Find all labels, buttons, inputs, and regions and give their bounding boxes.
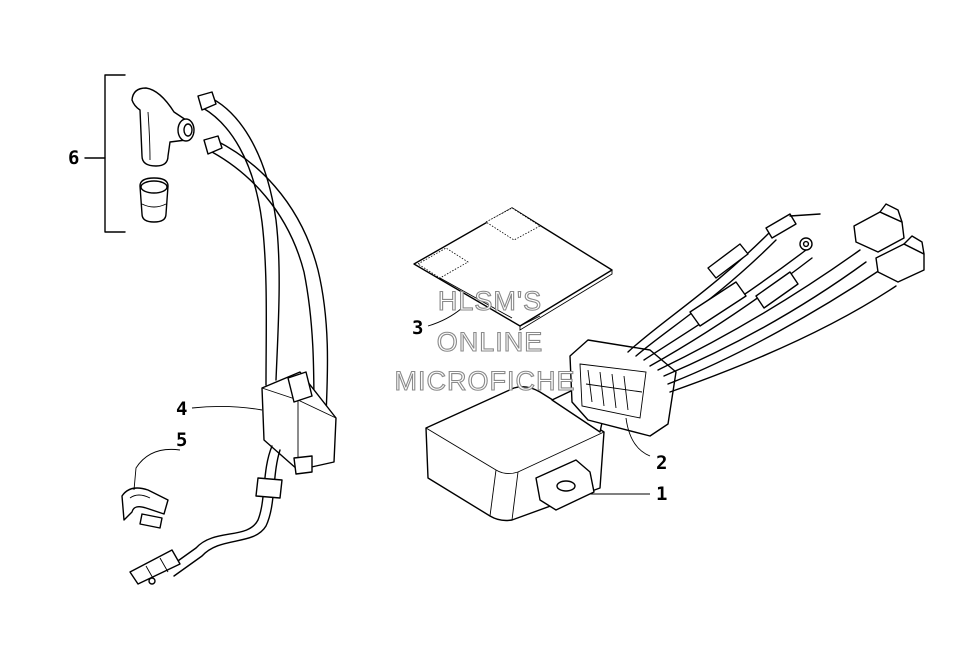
callout-6: 6 [68,147,79,169]
callout-5: 5 [176,429,187,451]
harness-connector [569,339,677,437]
callout-1: 1 [656,483,667,505]
spark-plug-cap-group [84,74,195,233]
watermark-line-2: ONLINE [437,327,544,357]
wiring-harness [569,203,925,437]
callout-4: 4 [176,398,187,420]
coil-body [261,371,337,471]
spark-plug-cap [131,87,187,167]
ignition-coil-assembly [129,91,337,585]
callout-3: 3 [412,317,423,339]
watermark-line-1: HLSM'S [438,286,542,316]
wire-clip [121,487,169,529]
decal-plate [413,207,613,331]
callout-5-leader [133,448,181,491]
coil-connector [129,549,181,585]
watermark-line-3: MICROFICHE [395,366,576,396]
callout-2: 2 [656,452,667,474]
callout-4-leader [191,405,263,411]
callout-3-leader [427,307,463,327]
callout-2-leader [625,417,651,457]
group-bracket [104,74,126,233]
